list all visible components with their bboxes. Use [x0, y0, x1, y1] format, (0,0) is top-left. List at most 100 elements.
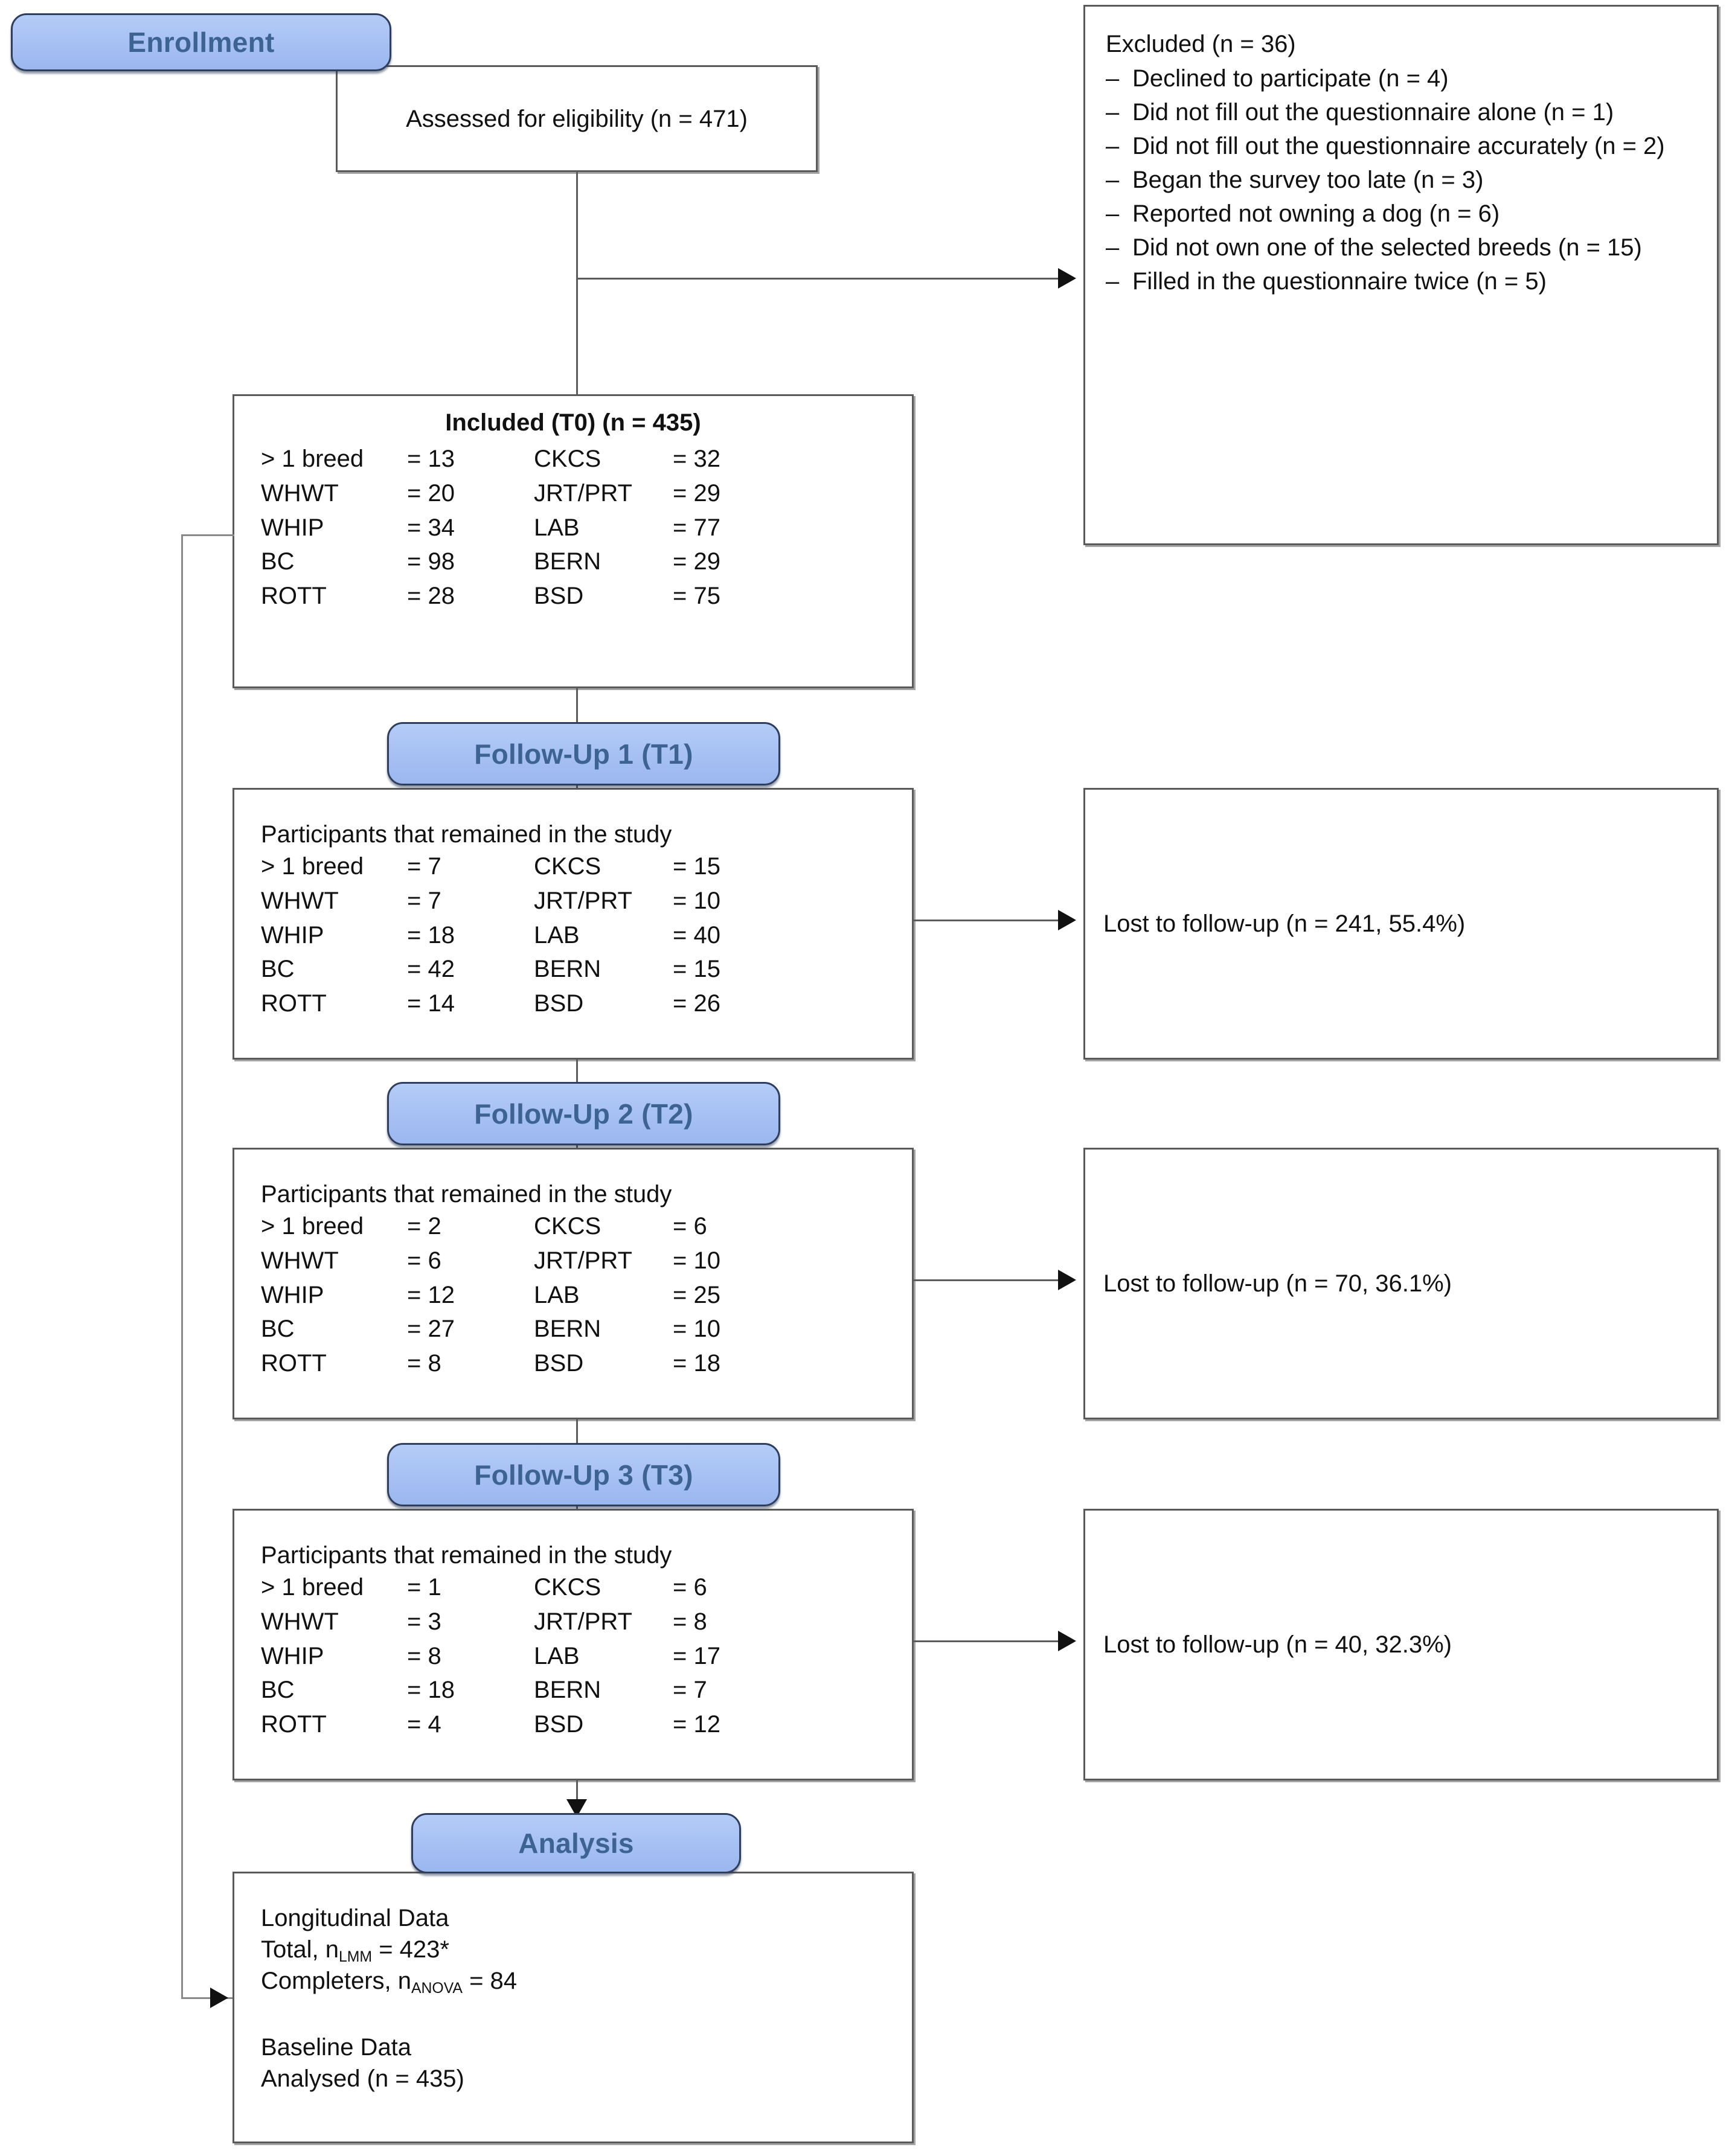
breed-name-left: BC — [261, 1677, 295, 1704]
breed-name-left: WHWT — [261, 887, 339, 914]
lost-followup2-inner: Lost to follow-up (n = 70, 36.1%) — [1085, 1150, 1717, 1418]
assessed-text: Assessed for eligibility (n = 471) — [406, 105, 748, 132]
breed-value-right: = 8 — [673, 1608, 707, 1635]
breed-value-right: = 15 — [673, 853, 720, 880]
stage-pill-followup2-label: Follow-Up 2 (T2) — [474, 1098, 693, 1130]
arrowhead-t1-to-lost — [1058, 910, 1076, 930]
followup3-box: Participants that remained in the study … — [233, 1509, 914, 1780]
connector-assessed-to-included — [576, 172, 578, 394]
analysis-total-value: = 423* — [372, 1936, 449, 1963]
breed-value-right: = 10 — [673, 1316, 720, 1343]
connector-t1-to-lost — [914, 920, 1059, 921]
breed-value-left: = 7 — [407, 853, 441, 880]
breed-name-right: CKCS — [534, 1574, 601, 1601]
lost-followup1-inner: Lost to follow-up (n = 241, 55.4%) — [1085, 790, 1717, 1058]
excluded-item-label: Began the survey too late (n = 3) — [1132, 167, 1484, 193]
excluded-item-label: Did not fill out the questionnaire alone… — [1132, 99, 1614, 126]
breed-value-left: = 12 — [407, 1281, 455, 1308]
lost-followup2-text: Lost to follow-up (n = 70, 36.1%) — [1103, 1270, 1452, 1297]
breed-value-left: = 42 — [407, 956, 455, 983]
breed-value-left: = 18 — [407, 921, 455, 948]
excluded-item-label: Reported not owning a dog (n = 6) — [1132, 200, 1500, 227]
breed-value-left: = 6 — [407, 1247, 441, 1274]
breed-name-right: JRT/PRT — [534, 887, 632, 914]
stage-pill-followup1[interactable]: Follow-Up 1 (T1) — [387, 722, 780, 785]
connector-assessed-to-excluded — [576, 278, 1059, 280]
followup2-header: Participants that remained in the study — [261, 1181, 672, 1208]
breed-name-right: JRT/PRT — [534, 1247, 632, 1274]
excluded-list-item: –Did not own one of the selected breeds … — [1106, 232, 1696, 263]
stage-pill-followup1-label: Follow-Up 1 (T1) — [474, 738, 693, 770]
stage-pill-followup2[interactable]: Follow-Up 2 (T2) — [387, 1082, 780, 1145]
breed-name-right: BSD — [534, 583, 584, 610]
breed-name-left: WHIP — [261, 514, 324, 541]
followup1-box: Participants that remained in the study … — [233, 788, 914, 1060]
lost-followup1-text: Lost to follow-up (n = 241, 55.4%) — [1103, 910, 1466, 937]
breed-name-right: CKCS — [534, 853, 601, 880]
breed-name-right: LAB — [534, 921, 580, 948]
followup2-inner: Participants that remained in the study … — [234, 1150, 912, 1418]
breed-name-right: BERN — [534, 548, 601, 575]
breed-value-left: = 3 — [407, 1608, 441, 1635]
breed-value-left: = 14 — [407, 990, 455, 1017]
excluded-title: Excluded (n = 36) — [1106, 31, 1296, 57]
breed-name-right: BERN — [534, 956, 601, 983]
breed-name-right: BSD — [534, 990, 584, 1017]
lost-followup3-inner: Lost to follow-up (n = 40, 32.3%) — [1085, 1511, 1717, 1779]
analysis-completers-value: = 84 — [462, 1968, 518, 1994]
excluded-item-label: Declined to participate (n = 4) — [1132, 65, 1449, 92]
breed-name-left: BC — [261, 1316, 295, 1343]
breed-value-right: = 10 — [673, 1247, 720, 1274]
breed-value-left: = 7 — [407, 887, 441, 914]
excluded-item-label: Did not fill out the questionnaire accur… — [1132, 133, 1665, 159]
breed-name-right: BSD — [534, 1350, 584, 1377]
analysis-spacer — [261, 1997, 912, 2032]
breed-name-right: LAB — [534, 1642, 580, 1669]
excluded-dash-icon: – — [1106, 65, 1120, 92]
assessed-box-inner: Assessed for eligibility (n = 471) — [338, 67, 816, 170]
lost-followup2-box: Lost to follow-up (n = 70, 36.1%) — [1083, 1148, 1719, 1419]
followup3-header: Participants that remained in the study — [261, 1542, 672, 1569]
stage-pill-followup3[interactable]: Follow-Up 3 (T3) — [387, 1443, 780, 1506]
excluded-dash-icon: – — [1106, 234, 1120, 261]
breed-name-left: ROTT — [261, 583, 327, 610]
excluded-list-item: –Did not fill out the questionnaire alon… — [1106, 97, 1696, 128]
stage-pill-analysis[interactable]: Analysis — [411, 1813, 741, 1873]
breed-name-left: WHWT — [261, 479, 339, 507]
breed-value-right: = 26 — [673, 990, 720, 1017]
connector-t0-left-stub — [181, 534, 234, 536]
excluded-dash-icon: – — [1106, 133, 1120, 159]
breed-value-right: = 6 — [673, 1574, 707, 1601]
breed-value-right: = 10 — [673, 887, 720, 914]
excluded-dash-icon: – — [1106, 268, 1120, 295]
breed-name-left: > 1 breed — [261, 1213, 364, 1240]
stage-pill-enrollment[interactable]: Enrollment — [11, 13, 391, 71]
breed-value-left: = 4 — [407, 1711, 441, 1738]
excluded-list: –Declined to participate (n = 4)–Did not… — [1106, 63, 1696, 297]
breed-name-left: BC — [261, 956, 295, 983]
excluded-dash-icon: – — [1106, 167, 1120, 193]
breed-value-right: = 32 — [673, 446, 720, 472]
excluded-list-item: –Reported not owning a dog (n = 6) — [1106, 198, 1696, 229]
arrowhead-to-excluded — [1058, 268, 1076, 289]
analysis-baseline-title: Baseline Data — [261, 2034, 412, 2061]
analysis-longitudinal-title: Longitudinal Data — [261, 1905, 449, 1931]
breed-name-right: JRT/PRT — [534, 1608, 632, 1635]
breed-value-left: = 98 — [407, 548, 455, 575]
analysis-total-subscript: LMM — [338, 1949, 373, 1966]
breed-name-left: > 1 breed — [261, 446, 364, 472]
excluded-box-inner: Excluded (n = 36) –Declined to participa… — [1085, 7, 1717, 543]
arrowhead-t2-to-lost — [1058, 1270, 1076, 1290]
breed-value-right: = 77 — [673, 514, 720, 541]
excluded-list-item: –Declined to participate (n = 4) — [1106, 63, 1696, 94]
breed-name-right: LAB — [534, 1281, 580, 1308]
breed-value-right: = 29 — [673, 548, 720, 575]
breed-name-left: ROTT — [261, 1711, 327, 1738]
breed-name-right: CKCS — [534, 1213, 601, 1240]
breed-value-right: = 29 — [673, 479, 720, 507]
breed-name-left: BC — [261, 548, 295, 575]
